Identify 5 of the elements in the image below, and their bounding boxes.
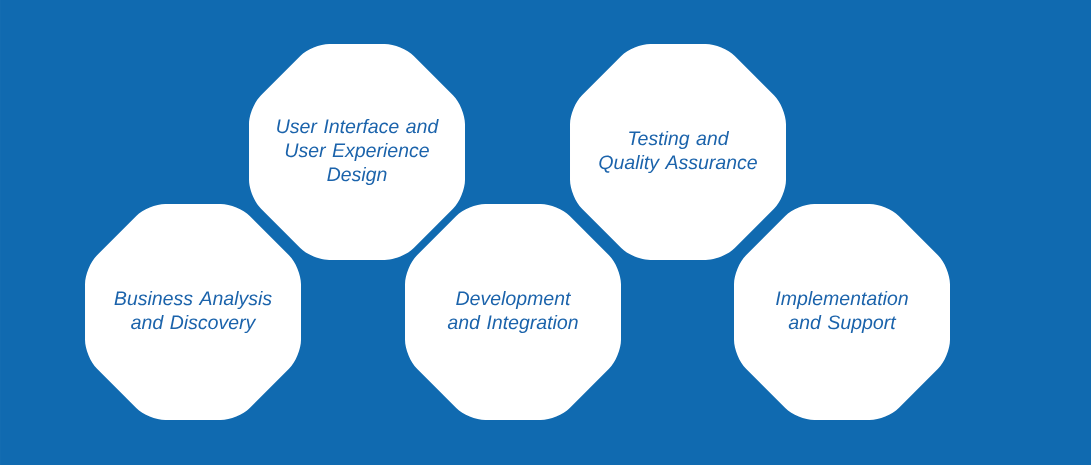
octagon-box: Business Analysis and Discovery (85, 204, 301, 420)
octagon-box: Implementation and Support (734, 204, 950, 420)
octagon-box: Testing and Quality Assurance (570, 44, 786, 260)
octagon-box: User Interface and User Experience Design (249, 44, 465, 260)
octagon-box: Development and Integration (405, 204, 621, 420)
